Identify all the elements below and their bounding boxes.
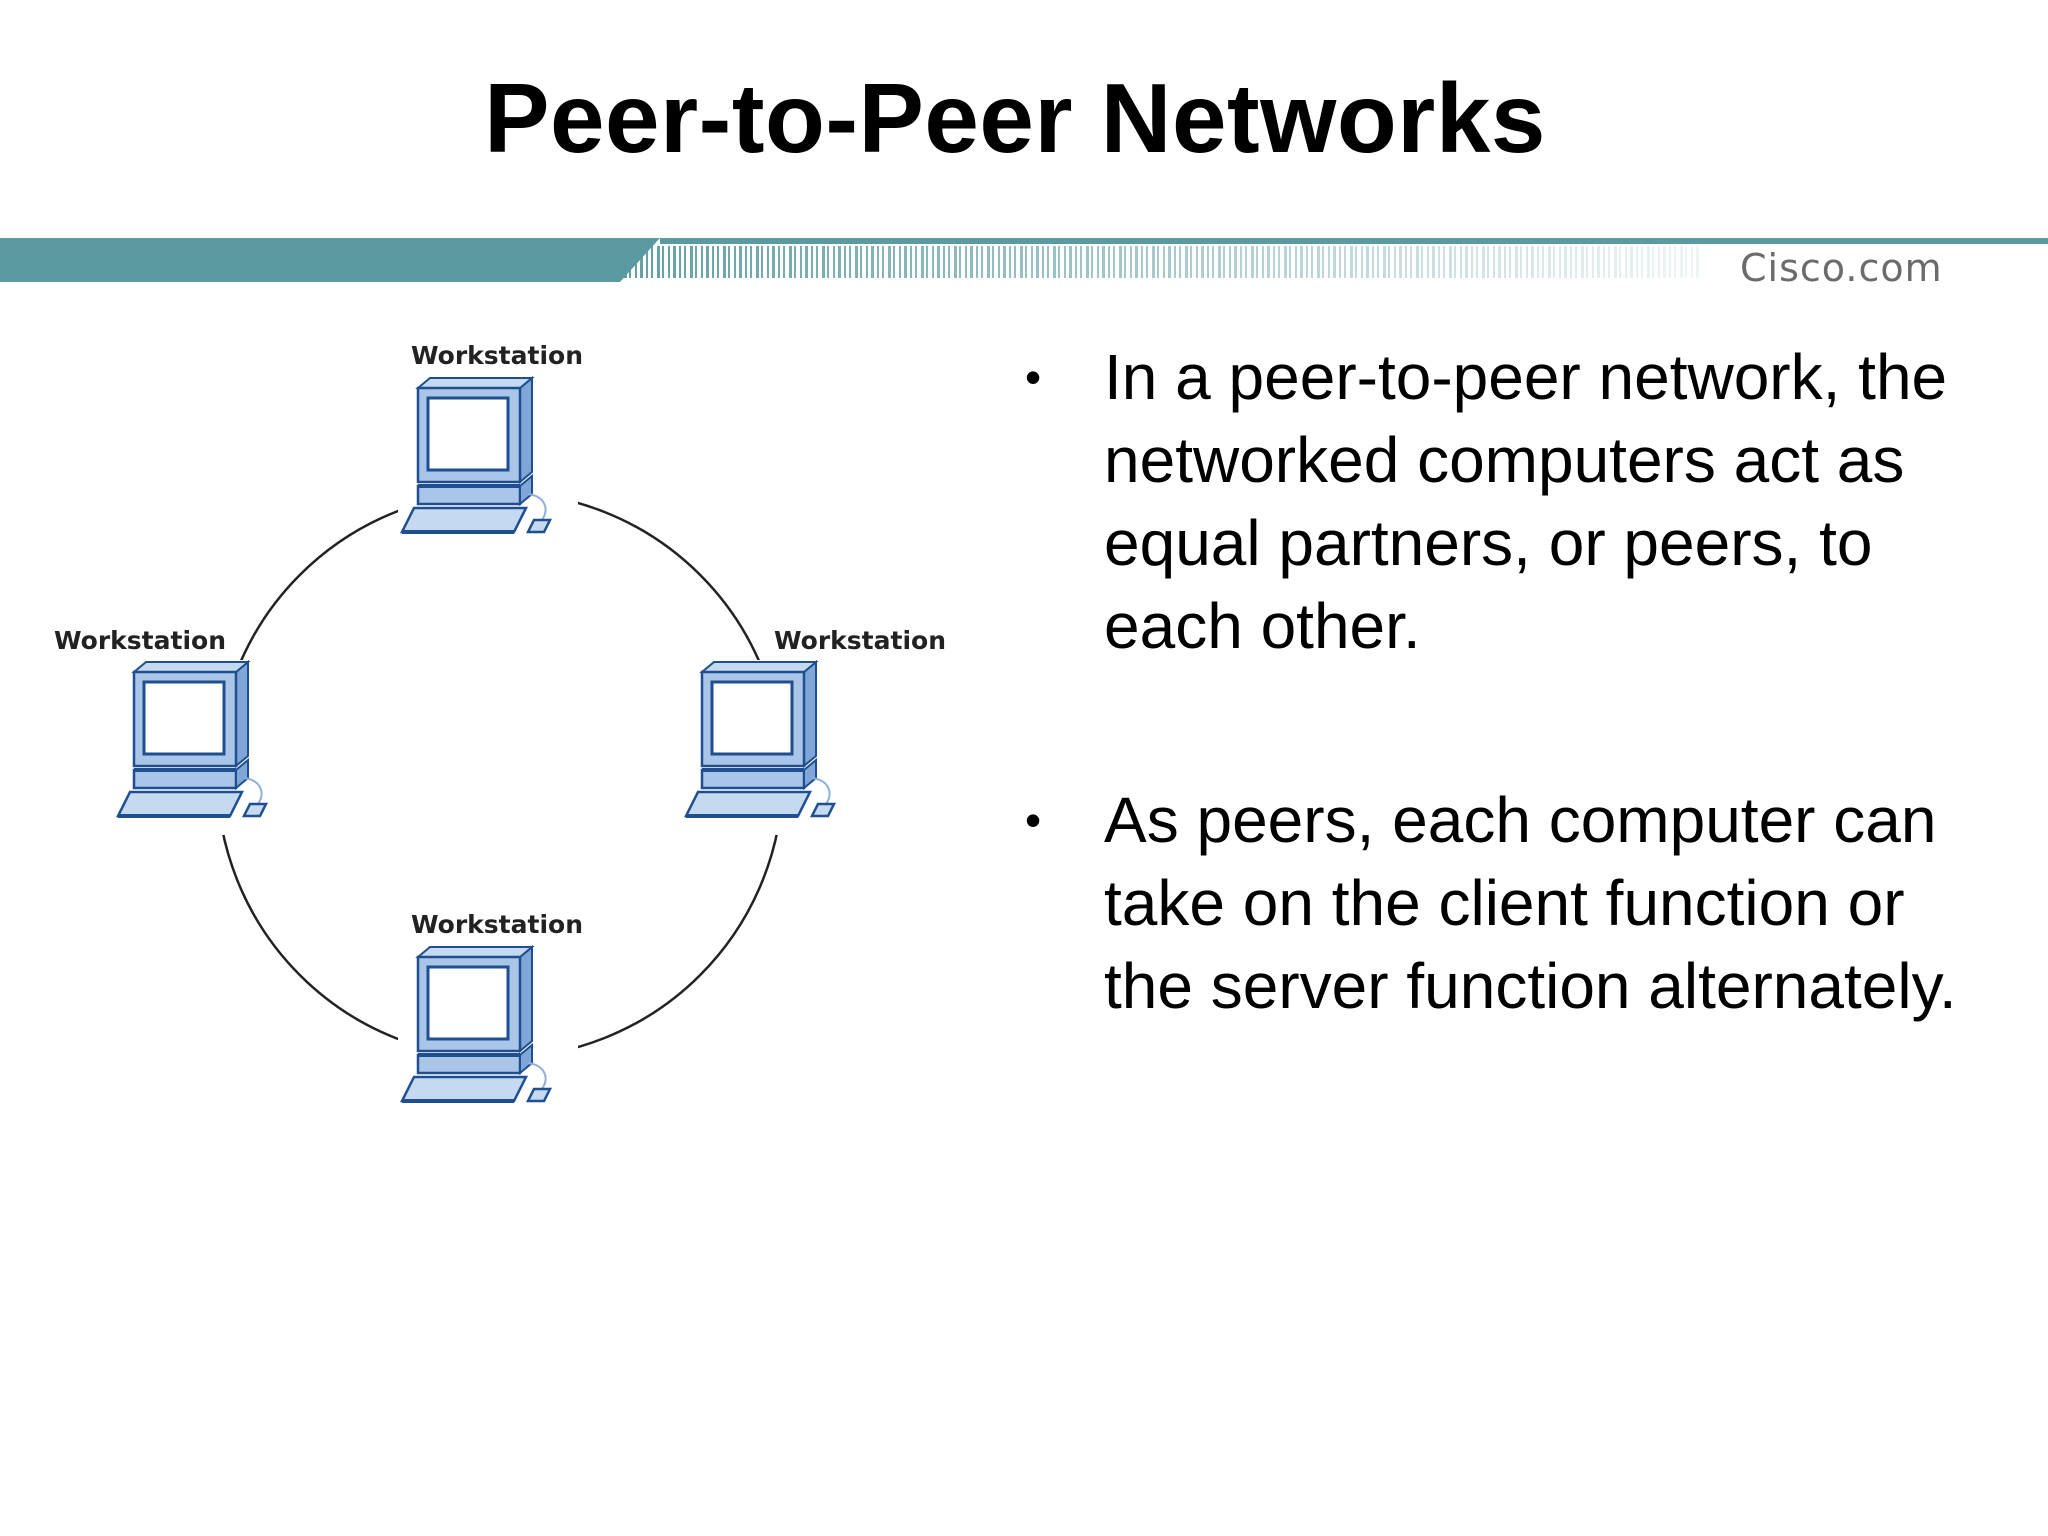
bullet-text: As peers, each computer can take on the … [1104,784,1957,1022]
bullet-marker: • [1025,794,1042,846]
workstation-label: Workstation [54,626,226,655]
workstation-top: Workstation [398,341,583,546]
workstation-label: Workstation [411,910,583,939]
workstation-left: Workstation [54,626,314,835]
brand-logo: Cisco.com [1740,246,1943,290]
slide-title: Peer-to-Peer Networks [484,63,1546,173]
workstation-bottom: Workstation [398,910,583,1115]
workstation-label: Workstation [774,626,946,655]
banner-stripes [624,246,1699,278]
bullet-item: • As peers, each computer can take on th… [1010,779,2010,1028]
bullet-text: In a peer-to-peer network, the networked… [1104,341,1948,662]
network-diagram: Workstation Workstation Workstation Work… [54,341,946,1115]
bullet-marker: • [1025,351,1042,403]
header-banner [0,238,2048,282]
workstation-right: Workstation [682,626,946,835]
bullet-item: • In a peer-to-peer network, the network… [1010,336,2010,668]
bullet-list: • In a peer-to-peer network, the network… [1010,336,2010,1028]
workstation-label: Workstation [411,341,583,370]
